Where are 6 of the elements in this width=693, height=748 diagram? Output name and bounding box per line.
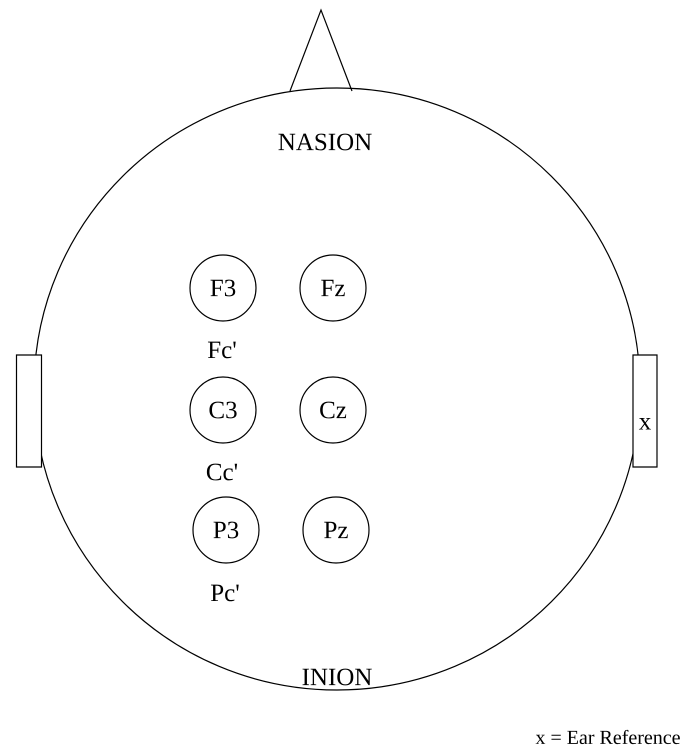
site-label: Pc' <box>210 584 239 602</box>
legend-note: x = Ear Reference <box>536 730 680 744</box>
site-label: Fc' <box>208 342 236 358</box>
ear-box: x <box>632 354 658 468</box>
site-label: Cc' <box>206 464 238 480</box>
ear-box <box>16 354 42 468</box>
